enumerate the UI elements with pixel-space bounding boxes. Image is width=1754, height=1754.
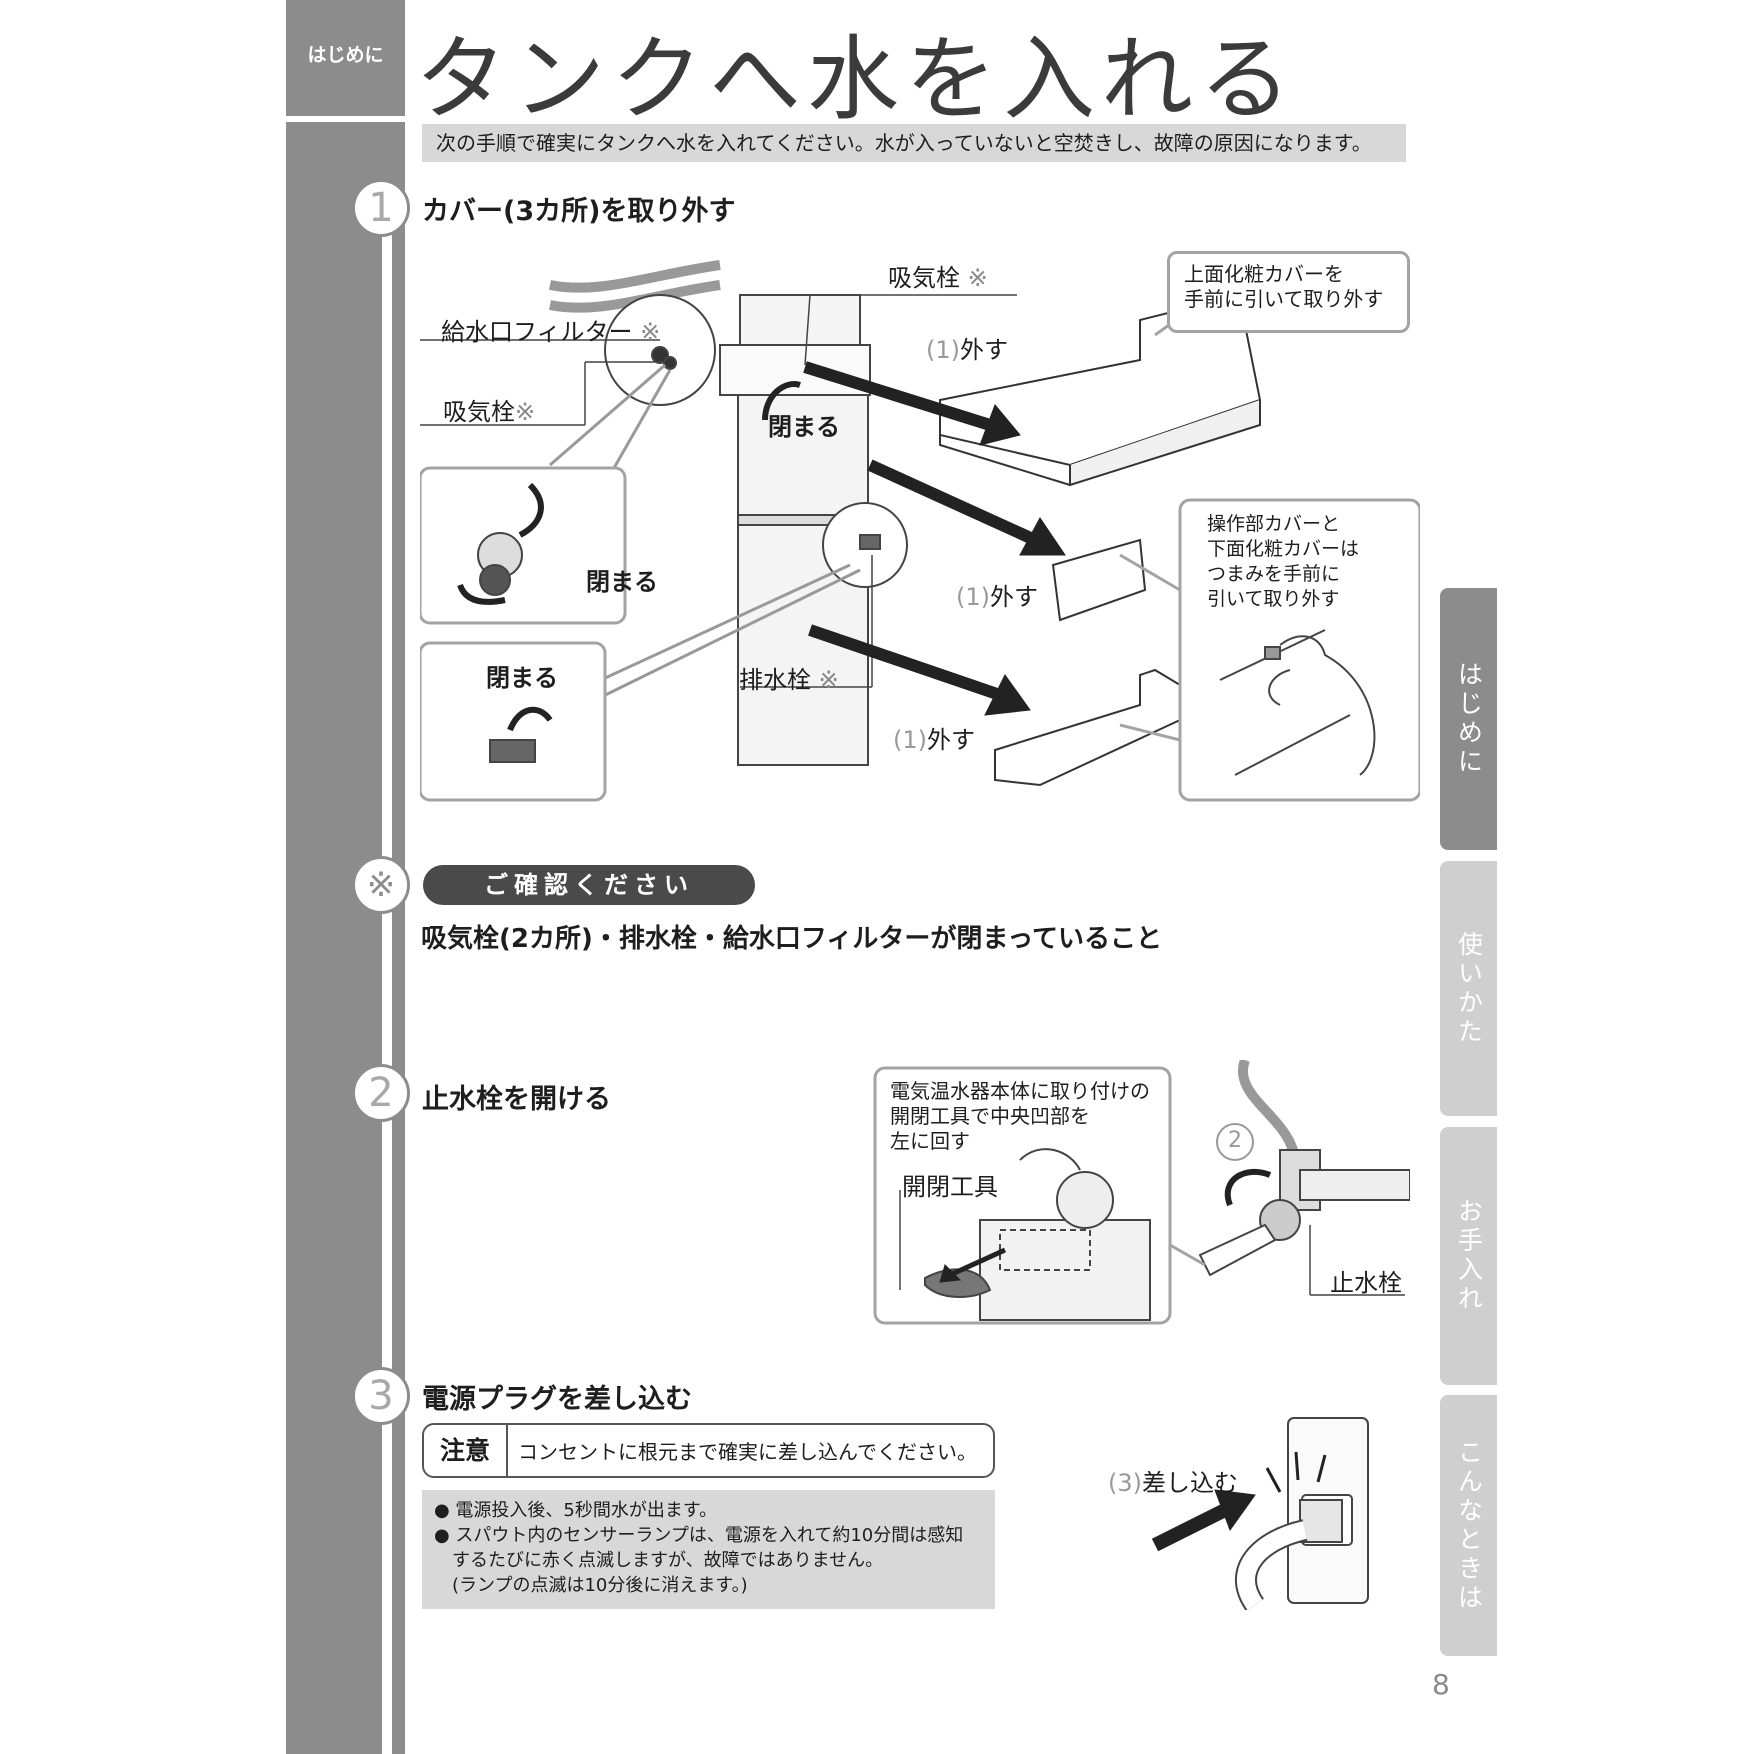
step-1-title: カバー(3カ所)を取り外す xyxy=(422,196,736,227)
callout-line: 電気温水器本体に取り付けの xyxy=(890,1079,1150,1103)
intro-text: 次の手順で確実にタンクへ水を入れてください。水が入っていないと空焚きし、故障の原… xyxy=(422,124,1406,162)
caution-box: 注意 コンセントに根元まで確実に差し込んでください。 xyxy=(422,1423,995,1478)
step-1-number: 1 xyxy=(352,179,410,237)
caution-text: コンセントに根元まで確実に差し込んでください。 xyxy=(518,1440,977,1464)
step-2-circle-num: 2 xyxy=(1228,1128,1242,1153)
remove-label-1: (1)外す xyxy=(926,336,1009,364)
tab-tsukaikata[interactable]: 使いかた xyxy=(1440,861,1497,1116)
step-2-title: 止水栓を開ける xyxy=(422,1084,611,1115)
note-line: ● 電源投入後、5秒間水が出ます。 xyxy=(434,1500,718,1521)
callout-line: 下面化粧カバーは xyxy=(1207,538,1360,560)
callout-line: つまみを手前に xyxy=(1207,563,1341,585)
section-label: はじめに xyxy=(307,44,384,66)
remove-label-3: (1)外す xyxy=(893,726,976,754)
caution-title: 注意 xyxy=(424,1425,508,1476)
cover-removal-illustration xyxy=(420,260,1420,802)
step-3-title: 電源プラグを差し込む xyxy=(422,1384,692,1415)
top-cover-callout: 上面化粧カバーを 手前に引いて取り外す xyxy=(1167,251,1410,333)
band-divider xyxy=(286,116,405,122)
step-2-callout: 電気温水器本体に取り付けの 開閉工具で中央凹部を 左に回す xyxy=(890,1079,1150,1154)
callout-line: 上面化粧カバーを xyxy=(1184,262,1344,286)
drain-valve-label: 排水栓 ※ xyxy=(739,666,839,694)
stop-valve-label: 止水栓 xyxy=(1330,1269,1402,1297)
step-2-number: 2 xyxy=(352,1064,410,1122)
callout-line: 操作部カバーと xyxy=(1207,513,1341,535)
tab-oteire[interactable]: お手入れ xyxy=(1440,1127,1497,1385)
confirm-text: 吸気栓(2カ所)・排水栓・給水口フィルターが閉まっていること xyxy=(421,924,1162,954)
intake-valve-label-top: 吸気栓 ※ xyxy=(888,264,988,292)
closed-label-1: 閉まる xyxy=(768,413,840,441)
plug-illustration xyxy=(1151,1417,1369,1610)
callout-line: 左に回す xyxy=(890,1129,970,1153)
filter-label: 給水口フィルター ※ xyxy=(441,318,661,346)
note-line: ● スパウト内のセンサーランプは、電源を入れて約10分間は感知 xyxy=(434,1525,964,1546)
tab-hajimeni[interactable]: はじめに xyxy=(1440,588,1497,850)
page-title: タンクへ水を入れる xyxy=(415,26,1298,133)
step-rail xyxy=(382,195,392,1754)
intake-valve-label-left: 吸気栓※ xyxy=(443,398,536,426)
callout-line: 引いて取り外す xyxy=(1207,588,1340,610)
closed-label-3: 閉まる xyxy=(486,664,558,692)
step-3-number: 3 xyxy=(352,1367,410,1425)
notes-box: ● 電源投入後、5秒間水が出ます。 ● スパウト内のセンサーランプは、電源を入れ… xyxy=(422,1490,995,1609)
confirm-mark: ※ xyxy=(352,856,410,914)
callout-line: 手前に引いて取り外す xyxy=(1184,287,1384,311)
remove-label-2: (1)外す xyxy=(956,583,1039,611)
confirm-pill: ご確認ください xyxy=(423,865,755,905)
note-line: するたびに赤く点滅しますが、故障ではありません。 xyxy=(434,1550,884,1571)
note-line: (ランプの点滅は10分後に消えます。) xyxy=(434,1575,748,1596)
stop-valve-illustration xyxy=(873,1060,1410,1325)
callout-line: 開閉工具で中央凹部を xyxy=(890,1104,1090,1128)
page-number: 8 xyxy=(1432,1668,1450,1701)
plug-in-label: (3)差し込む xyxy=(1108,1469,1239,1497)
closed-label-2: 閉まる xyxy=(586,568,658,596)
tab-konnatokiwa[interactable]: こんなときは xyxy=(1440,1395,1497,1656)
lower-covers-callout: 操作部カバーと 下面化粧カバーは つまみを手前に 引いて取り外す xyxy=(1207,512,1359,612)
tool-label: 開閉工具 xyxy=(902,1173,998,1201)
